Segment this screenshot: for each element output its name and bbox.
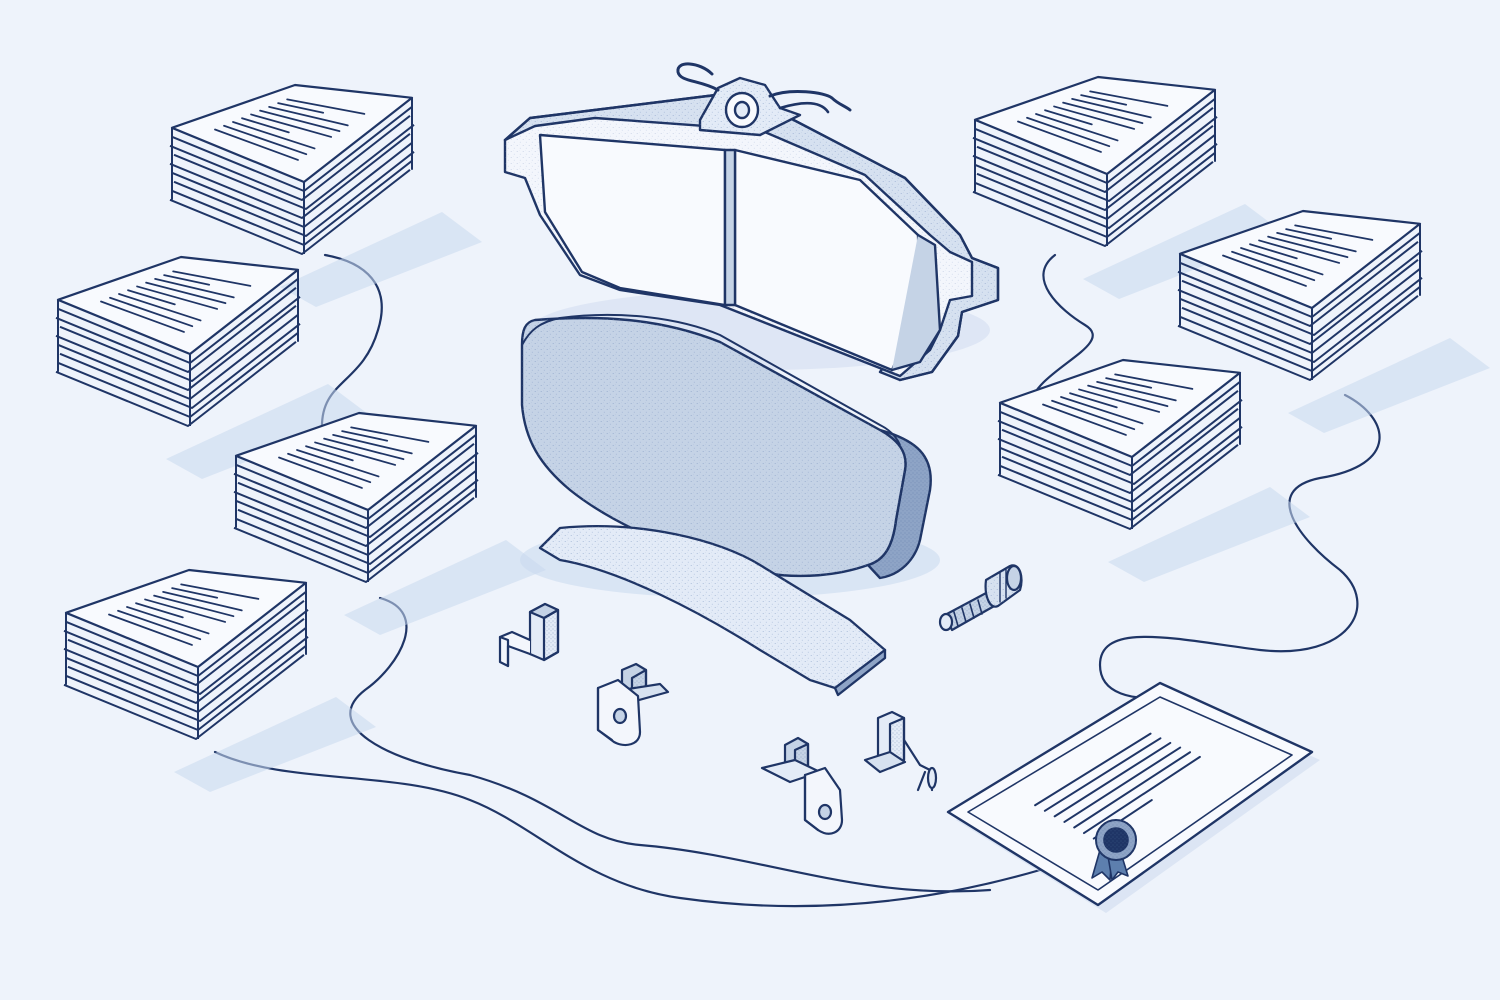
mounting-clips	[498, 602, 938, 835]
shim-strip-icon	[538, 525, 887, 697]
wire-left-3	[349, 596, 992, 893]
mounting-clip-icon	[498, 602, 560, 668]
wire-right-2	[1098, 393, 1381, 699]
mounting-clip-icon	[596, 662, 670, 747]
document-stack-icon	[972, 75, 1285, 299]
wire-right-1	[1028, 253, 1094, 407]
bolt-icon	[938, 564, 1023, 632]
document-stack-icon	[63, 568, 376, 792]
document-stack-icon	[55, 255, 368, 479]
document-stack-icon	[169, 83, 482, 307]
document-stack-icon	[997, 358, 1310, 582]
wire-left-4	[213, 750, 1042, 908]
document-stack-icon	[1177, 209, 1490, 433]
mounting-clip-icon	[863, 710, 938, 792]
rosette-seal-icon	[1091, 819, 1137, 881]
document-stacks	[55, 75, 1490, 792]
document-stack-icon	[233, 411, 546, 635]
mounting-clip-icon	[760, 736, 844, 835]
certificate-icon	[946, 681, 1320, 913]
brake-pad-backing-plate-icon	[503, 62, 1000, 382]
